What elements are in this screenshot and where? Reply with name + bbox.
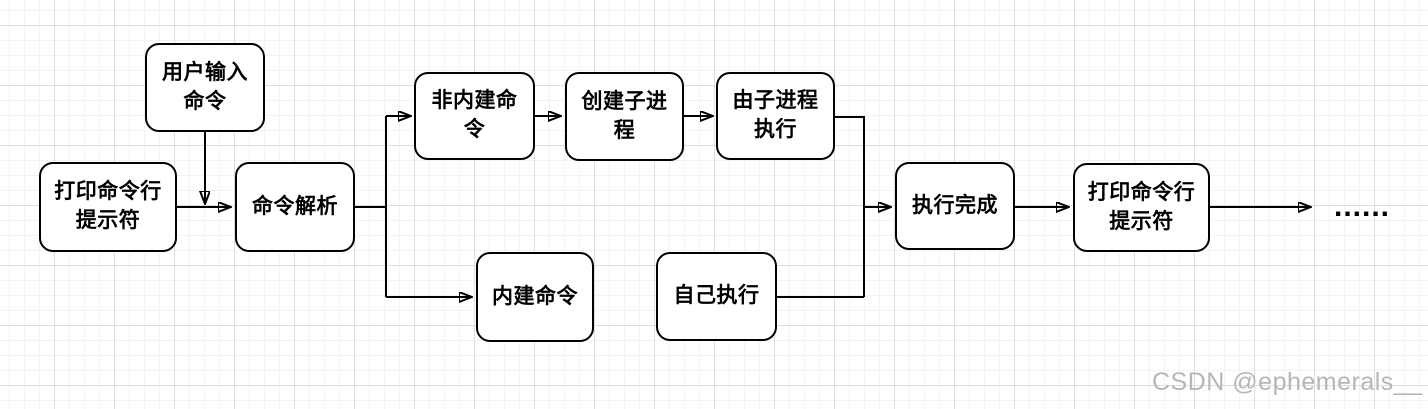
- node-command-parse: 命令解析: [235, 162, 355, 252]
- watermark-text: CSDN @ephemerals__: [1152, 368, 1423, 396]
- node-self-execute: 自己执行: [656, 252, 777, 341]
- node-label: 命令解析: [252, 194, 338, 218]
- node-non-builtin-command: 非内建命 令: [414, 72, 535, 160]
- node-child-process-execute: 由子进程 执行: [716, 72, 835, 160]
- node-label: 由子进程 执行: [732, 89, 819, 141]
- node-execution-complete: 执行完成: [895, 162, 1015, 250]
- node-print-prompt-2: 打印命令行 提示符: [1073, 163, 1210, 252]
- node-label: 打印命令行 提示符: [1087, 180, 1196, 233]
- node-label: 自己执行: [673, 284, 760, 308]
- node-label: 执行完成: [912, 193, 998, 217]
- node-label: 打印命令行 提示符: [54, 180, 162, 232]
- node-print-prompt-1: 打印命令行 提示符: [39, 162, 177, 252]
- node-label: 内建命令: [492, 284, 578, 308]
- node-label: 用户输入 命令: [162, 60, 248, 113]
- continuation-dots: ......: [1334, 190, 1391, 223]
- node-user-input-command: 用户输入 命令: [145, 43, 265, 132]
- edge-childexec-to-merge: [835, 116, 865, 297]
- node-label: 非内建命 令: [431, 89, 518, 141]
- node-label: 创建子进 程: [581, 89, 668, 142]
- node-builtin-command: 内建命令: [476, 252, 594, 342]
- node-create-child-process: 创建子进 程: [565, 72, 684, 161]
